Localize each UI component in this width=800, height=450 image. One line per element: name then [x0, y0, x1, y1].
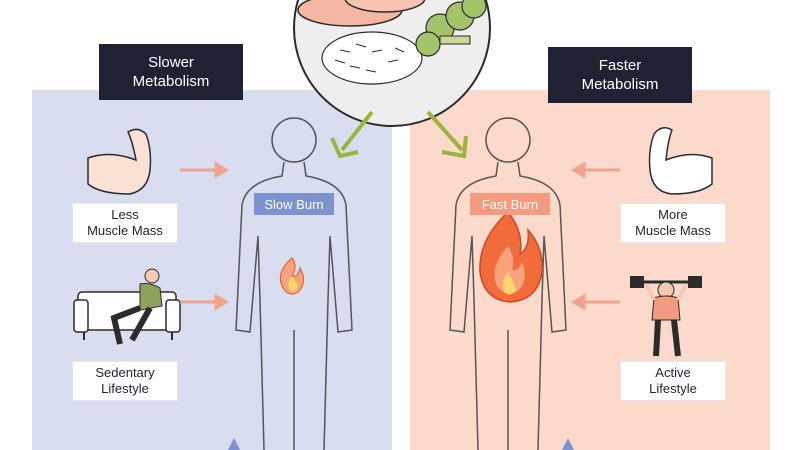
active-lifestyle-label: Active Lifestyle [620, 361, 726, 401]
less-muscle-mass-label: Less Muscle Mass [72, 203, 178, 243]
flame-icon [479, 210, 543, 303]
dumbbell-person-icon [630, 276, 702, 357]
energy-arrow-left [330, 110, 374, 159]
more-muscle-mass-label: More Muscle Mass [620, 203, 726, 243]
bicep-icon [648, 127, 713, 195]
cause-arrow [180, 161, 620, 311]
sedentary-lifestyle-label: Sedentary Lifestyle [72, 361, 178, 401]
bicep-icon [87, 128, 152, 195]
fast-burn-label: Fast Burn [470, 193, 550, 215]
bottom-arrow [228, 438, 574, 450]
human-body-icon [449, 117, 567, 450]
faster-metabolism-title: Faster Metabolism [548, 47, 692, 103]
flame-icon [279, 257, 305, 295]
energy-arrow-right [426, 110, 468, 159]
couch-person-icon [73, 268, 181, 345]
human-body-icon [235, 117, 353, 450]
slow-burn-label: Slow Burn [254, 193, 334, 215]
food-plate-icon [293, 0, 491, 127]
slower-metabolism-title: Slower Metabolism [99, 44, 243, 100]
